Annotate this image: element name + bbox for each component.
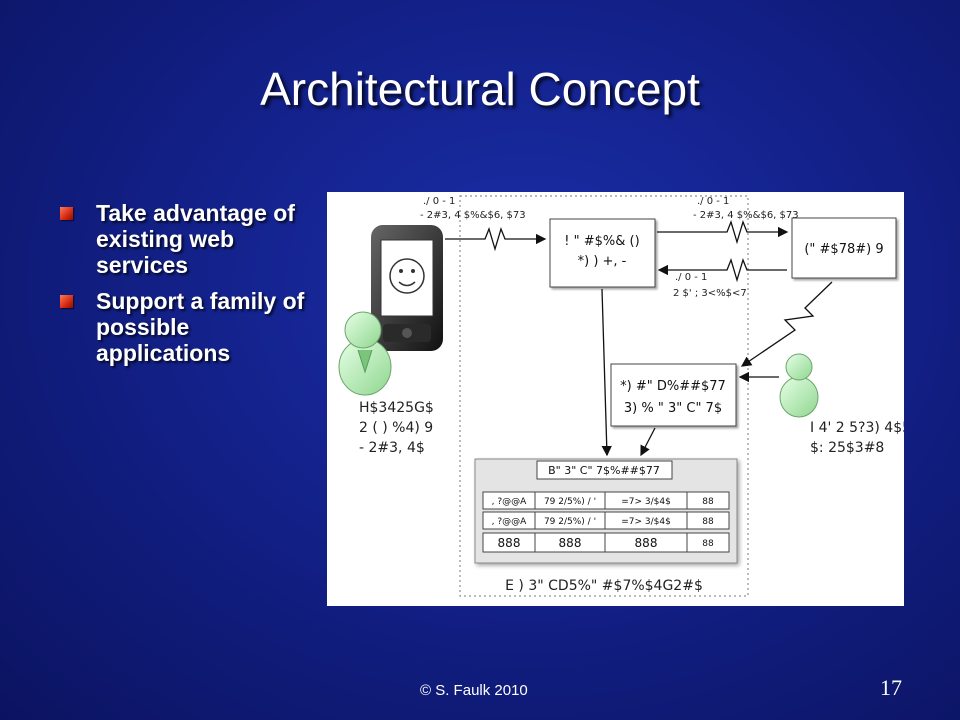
user-icon: [338, 311, 392, 396]
client-label: 2 ( ) %4) 9: [359, 420, 433, 436]
web-service-box: (" #$78#) 9: [791, 217, 897, 279]
slide-title: Architectural Concept: [260, 63, 700, 115]
table-cell: 79 2/5%) / ': [544, 517, 596, 527]
admin-label: $: 25$3#8: [810, 440, 884, 456]
table-title: B" 3" C" 7$%##$77: [548, 464, 660, 477]
arrow-label: ./ 0 - 1: [697, 196, 729, 207]
table-cell: 888: [498, 536, 521, 550]
box-text: (" #$78#) 9: [804, 242, 883, 257]
table-cell: 88: [702, 517, 714, 527]
arrow-label: ./ 0 - 1: [675, 272, 707, 283]
table-cell: , ?@@A: [492, 497, 527, 507]
bullet-square-icon: [60, 207, 73, 220]
arrow-label: - 2#3, 4 $%&$6, $73: [693, 210, 799, 221]
bullet-text: Take advantage of existing web services: [96, 200, 295, 278]
box-text: ! " #$%& (): [564, 234, 639, 249]
table-cell: =7> 3/$4$: [621, 517, 671, 527]
connection-arrow: [657, 258, 787, 283]
service-box: ! " #$%& () *) ) +, -: [549, 218, 656, 288]
connection-arrow: [640, 427, 656, 457]
connection-arrow: [601, 288, 612, 457]
connection-arrow: [657, 220, 789, 245]
admin-label: I 4' 2 5?3) 4$5: [810, 420, 904, 436]
diagram-caption: E ) 3" CD5%" #$7%$4G2#$: [505, 578, 703, 594]
arrow-label: ./ 0 - 1: [423, 196, 455, 207]
box-text: *) #" D%##$77: [620, 379, 726, 394]
table-cell: 888: [559, 536, 582, 550]
bullet-item: Take advantage of existing web services: [58, 200, 308, 278]
bullet-text: Support a family of possible application…: [96, 288, 305, 366]
arrow-label: - 2#3, 4 $%&$6, $73: [420, 210, 526, 221]
bullet-list: Take advantage of existing web services …: [58, 200, 308, 376]
system-boundary: [459, 195, 749, 597]
box-text: *) ) +, -: [578, 254, 627, 269]
table-cell: 79 2/5%) / ': [544, 497, 596, 507]
connection-arrow: [445, 227, 547, 252]
client-label: H$3425G$: [359, 400, 434, 416]
data-manager-box: *) #" D%##$77 3) % " 3" C" 7$: [610, 363, 737, 427]
connection-arrow: [740, 281, 833, 367]
bullet-item: Support a family of possible application…: [58, 288, 308, 366]
table-cell: 88: [702, 497, 714, 507]
data-store: B" 3" C" 7$%##$77 , ?@@A 79 2/5%) / ' =7…: [474, 458, 738, 564]
table-cell: 88: [702, 539, 714, 549]
table-cell: 888: [635, 536, 658, 550]
arrow-label: 2 $' ; 3<%$<7: [673, 288, 747, 299]
architecture-diagram: H$3425G$ 2 ( ) %4) 9 - 2#3, 4$ I 4' 2 5?…: [327, 192, 904, 606]
bullet-square-icon: [60, 295, 73, 308]
phone-icon: [371, 225, 443, 351]
diagram-canvas: H$3425G$ 2 ( ) %4) 9 - 2#3, 4$ I 4' 2 5?…: [338, 195, 904, 597]
table-cell: =7> 3/$4$: [621, 497, 671, 507]
client-label: - 2#3, 4$: [359, 440, 425, 456]
box-text: 3) % " 3" C" 7$: [624, 401, 722, 416]
user-icon: [779, 353, 819, 418]
footer-copyright: © S. Faulk 2010: [420, 682, 528, 699]
table-cell: , ?@@A: [492, 517, 527, 527]
page-number: 17: [880, 675, 902, 700]
